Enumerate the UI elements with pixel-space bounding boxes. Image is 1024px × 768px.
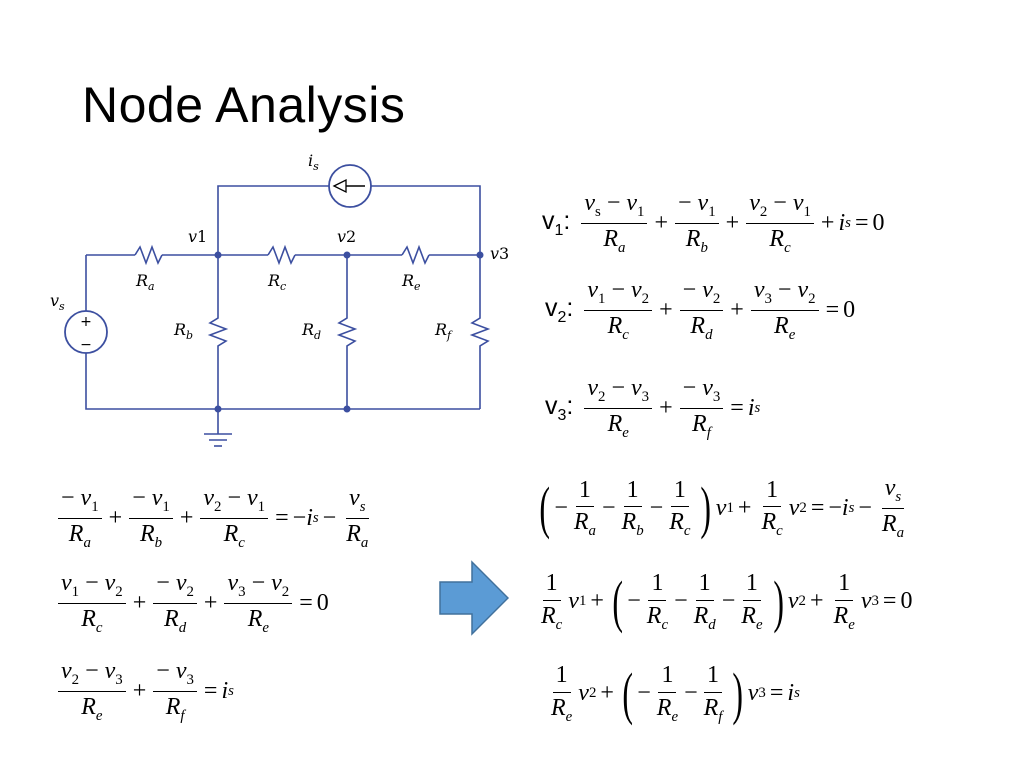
plus-sign: + [80, 314, 92, 330]
label-Rf: Rf [434, 320, 453, 342]
label-v1: v1 [188, 227, 207, 246]
node-label-v3: v3: [545, 391, 574, 424]
circuit-diagram: + − is vs v1 v2 v3 Ra Rb Rc Rd Re Rf [50, 151, 509, 447]
ground-symbol [204, 433, 232, 447]
label-Rd: Rd [301, 320, 321, 342]
minus-sign: − [80, 337, 92, 353]
node-label-v2: v2: [545, 293, 574, 326]
right-arrow-icon [439, 560, 510, 636]
label-Ra: Ra [135, 271, 155, 293]
node-dots [214, 251, 484, 413]
node-label-v1: v1: [542, 206, 571, 239]
label-Rc: Rc [267, 271, 286, 293]
label-vs: vs [50, 291, 65, 313]
slide-title: Node Analysis [82, 77, 406, 133]
label-v3: v3 [490, 244, 509, 263]
label-Rb: Rb [173, 320, 193, 342]
label-Re: Re [401, 271, 421, 293]
current-source-icon [328, 164, 372, 208]
label-is: is [308, 151, 319, 173]
label-v2: v2 [337, 227, 356, 246]
voltage-source-icon: + − [64, 310, 108, 354]
circuit-wires [85, 185, 491, 434]
